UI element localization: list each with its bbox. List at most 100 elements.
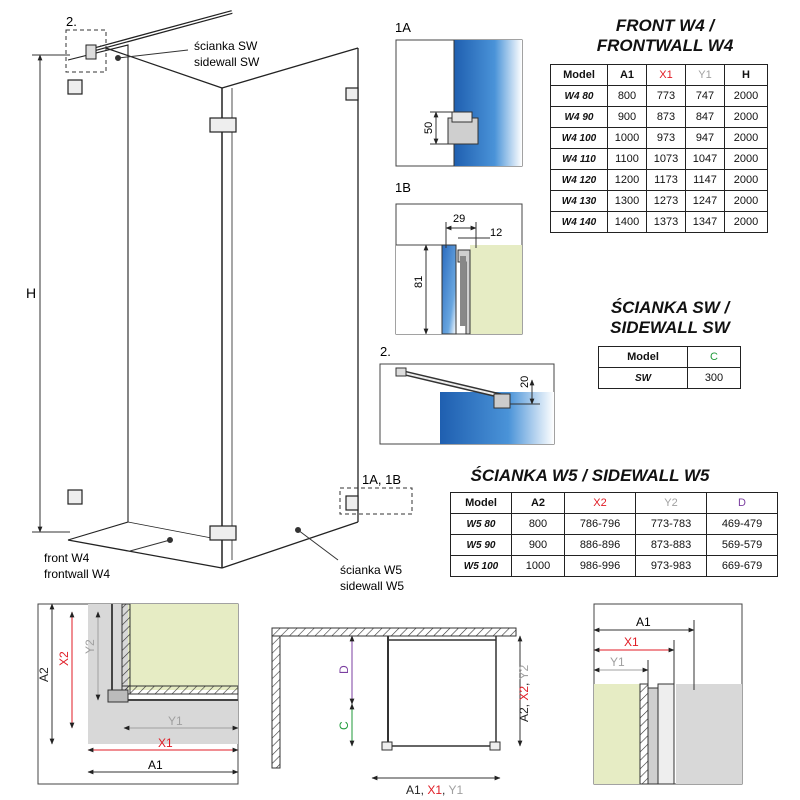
model-cell: W4 80 [550,85,608,107]
table-cell: 873-883 [635,534,707,556]
plan-center-right-a2: A2, [517,701,531,722]
column-header: A2 [511,492,565,514]
table-cell: 1047 [685,148,725,170]
detail-1a-dim: 50 [423,122,435,134]
column-header: Model [450,492,512,514]
table-cell: 886-896 [564,534,636,556]
column-header: D [706,492,778,514]
plan-center: D C A2, X2, Y2 A1, X1, Y1 [271,627,531,797]
plan-center-right-x2: X2 [517,686,531,701]
table-cell: 773 [646,85,686,107]
plan-left-y1: Y1 [168,714,183,728]
model-cell: W4 120 [550,169,608,191]
plan-left-a1: A1 [148,758,163,772]
plan-left: A2 X2 Y2 Y1 X1 A1 [37,603,239,785]
table-cell: 2000 [724,106,768,128]
plan-left-y2: Y2 [83,639,97,654]
plan-center-bottom-sep: , [442,783,448,797]
column-header: C [687,346,741,368]
sidewall-w5-title: ŚCIANKA W5 / SIDEWALL W5 [470,466,710,485]
table-cell: 1000 [511,555,565,577]
table-cell: 973 [646,127,686,149]
plan-center-right-sep: , [517,680,531,686]
table-cell: 947 [685,127,725,149]
callout-box-2 [65,29,107,73]
detail-1b-dim-81: 81 [413,276,425,288]
glass-clamps [67,79,359,541]
sidewall-w5-label-pl: ścianka W5 [340,563,402,577]
table-cell: 1000 [607,127,647,149]
table-cell: 847 [685,106,725,128]
detail-2-dim: 20 [519,376,531,388]
front-w4-title: FRONT W4 / FRONTWALL W4 [555,16,775,56]
model-cell: W4 90 [550,106,608,128]
table-cell: 900 [511,534,565,556]
table-cell: 800 [511,513,565,535]
detail-1b-dim-12: 12 [490,227,502,239]
plan-center-right-y2: Y2 [517,664,531,679]
table-cell: 2000 [724,148,768,170]
table-cell: 786-796 [564,513,636,535]
detail-1a-label: 1A [395,20,411,35]
table-cell: 1400 [607,211,647,233]
detail-1b: 29 12 81 [395,203,523,335]
plan-left-x1: X1 [158,736,173,750]
table-cell: 986-996 [564,555,636,577]
table-cell: 900 [607,106,647,128]
table-cell: 873 [646,106,686,128]
leader-lines [115,49,339,561]
plan-center-bottom-x1: X1 [427,783,442,797]
sidewall-sw-label-pl: ścianka SW [194,39,258,53]
table-cell: 1100 [607,148,647,170]
table-cell: 569-579 [706,534,778,556]
table-cell: 773-783 [635,513,707,535]
model-cell: W5 90 [450,534,512,556]
front-w4-glass [67,44,129,541]
column-header: Model [550,64,608,86]
sidewall-sw-title-line2: SIDEWALL SW [610,318,730,337]
column-header: Y1 [685,64,725,86]
detail-1a: 50 [395,39,523,167]
table-cell: 469-479 [706,513,778,535]
front-w4-label-pl: front W4 [44,551,90,565]
model-cell: W5 80 [450,513,512,535]
plan-right: A1 X1 Y1 [593,603,743,785]
detail-2-label: 2. [380,344,391,359]
table-cell: 1200 [607,169,647,191]
h-label: H [26,285,36,301]
table-cell: 1073 [646,148,686,170]
model-cell: W5 100 [450,555,512,577]
detail-1b-dim-29: 29 [453,213,465,225]
column-header: H [724,64,768,86]
callout-1a1b-label: 1A, 1B [362,472,401,487]
table-cell: 1347 [685,211,725,233]
table-cell: 1273 [646,190,686,212]
column-header: X1 [646,64,686,86]
plan-right-x1: X1 [624,635,639,649]
table-cell: 800 [607,85,647,107]
front-w4-title-line1: FRONT W4 / [615,16,715,35]
sidewall-sw-bar [85,10,233,60]
table-cell: 300 [687,367,741,389]
sidewall-sw-label-en: sidewall SW [194,55,260,69]
table-cell: 747 [685,85,725,107]
table-cell: 1247 [685,190,725,212]
model-cell: W4 130 [550,190,608,212]
table-cell: 973-983 [635,555,707,577]
model-cell: W4 110 [550,148,608,170]
plan-center-bottom-y1: Y1 [449,783,464,797]
model-cell: W4 100 [550,127,608,149]
column-header: Y2 [635,492,707,514]
